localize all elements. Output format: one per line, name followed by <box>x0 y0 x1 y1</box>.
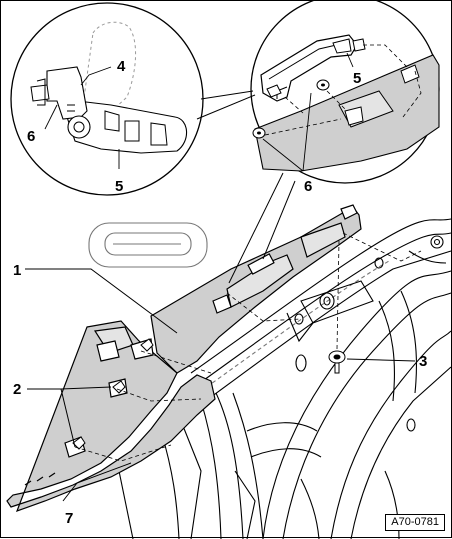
callout-6-right: 6 <box>304 178 312 195</box>
upper-pillar-trim <box>150 204 362 374</box>
callout-1: 1 <box>13 262 21 279</box>
detail-inset-right <box>250 1 440 184</box>
callout-5-left: 5 <box>115 178 123 195</box>
detail-inset-left <box>10 2 204 196</box>
callout-5-right: 5 <box>353 70 361 87</box>
alignment-lines <box>74 232 422 462</box>
callout-7: 7 <box>65 510 73 527</box>
inset-connector-lines <box>196 90 296 284</box>
trim-clips <box>72 338 154 450</box>
callout-4: 4 <box>117 58 126 75</box>
callout-6-left: 6 <box>27 128 35 145</box>
figure-reference: A70-0781 <box>385 514 445 531</box>
callout-labels: 1 2 3 4 5 5 6 6 7 <box>13 58 427 527</box>
callout-2: 2 <box>13 381 21 398</box>
screw-3 <box>328 350 346 374</box>
callout-3: 3 <box>419 353 427 370</box>
callout-leaders <box>25 268 416 502</box>
interior-light-ghost <box>88 222 208 268</box>
